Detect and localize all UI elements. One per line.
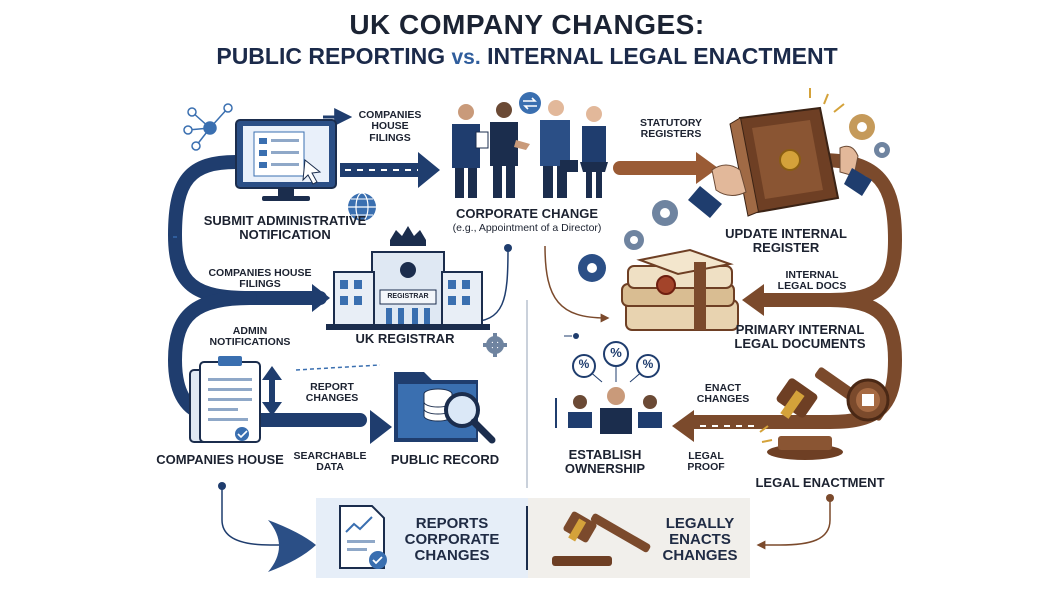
- business-people-icon: [452, 92, 608, 198]
- label-companies-house: COMPANIES HOUSE: [156, 452, 284, 467]
- label-primary-documents: PRIMARY INTERNAL LEGAL DOCUMENTS: [734, 322, 866, 352]
- label-public-record: PUBLIC RECORD: [390, 452, 500, 467]
- label-legal-proof: LEGAL PROOF: [687, 450, 725, 474]
- title-line-2: PUBLIC REPORTING vs. INTERNAL LEGAL ENAC…: [0, 44, 1054, 70]
- seal-icon: [846, 378, 890, 422]
- label-reports-corporate-changes: REPORTS CORPORATE CHANGES: [404, 515, 500, 565]
- label-submit-notification: SUBMIT ADMINISTRATIVE NOTIFICATION: [203, 213, 367, 243]
- arrow-to-ledger: [696, 152, 718, 184]
- label-enact-changes: ENACT CHANGES: [696, 382, 750, 406]
- title-line-1: UK COMPANY CHANGES:: [349, 9, 705, 40]
- label-report-changes: REPORT CHANGES: [305, 381, 359, 405]
- title-vs: vs.: [451, 46, 481, 69]
- label-admin-notifications: ADMIN NOTIFICATIONS: [209, 325, 291, 349]
- title-internal-legal: INTERNAL LEGAL ENACTMENT: [487, 43, 838, 69]
- globe-icon: [348, 192, 376, 222]
- gear-icon: [483, 333, 507, 357]
- gavel-icon: [552, 511, 651, 566]
- arrow-to-ownership: [672, 410, 694, 442]
- label-statutory-registers: STATUTORY REGISTERS: [639, 117, 703, 141]
- percent-label-1: %: [578, 357, 590, 371]
- label-update-register: UPDATE INTERNAL REGISTER: [725, 226, 847, 256]
- legal-docs-stack-icon: [621, 248, 739, 331]
- arrow-to-legal-docs: [742, 284, 764, 316]
- label-companies-house-filings-mid: COMPANIES HOUSE FILINGS: [208, 267, 312, 291]
- label-internal-legal-docs: INTERNAL LEGAL DOCS: [777, 269, 847, 293]
- gear-icon: [578, 200, 678, 282]
- arrow-to-registrar: [312, 284, 330, 312]
- network-nodes-icon: [183, 103, 233, 151]
- arrow-to-corporate-change: [418, 152, 440, 188]
- clipboard-icon: [189, 356, 282, 443]
- label-corporate-change: CORPORATE CHANGE: [455, 206, 599, 221]
- crown-icon: [390, 226, 426, 240]
- percent-label-2: %: [610, 345, 622, 360]
- title-public-reporting: PUBLIC REPORTING: [216, 43, 446, 69]
- magnifier-icon: [444, 392, 496, 444]
- gear-icon: [849, 114, 890, 158]
- report-document-icon: [339, 505, 387, 569]
- ledger-book-icon: [688, 88, 872, 218]
- label-uk-registrar: UK REGISTRAR: [355, 331, 455, 346]
- label-legal-enactment: LEGAL ENACTMENT: [755, 475, 885, 490]
- monitor-icon: [235, 119, 337, 201]
- label-corporate-change-example: (e.g., Appointment of a Director): [452, 222, 602, 234]
- ownership-people-icon: [555, 333, 662, 434]
- label-companies-house-filings-top: COMPANIES HOUSE FILINGS: [358, 109, 422, 144]
- registrar-building-icon: [326, 226, 490, 330]
- arrow-to-public-record: [370, 410, 392, 444]
- label-searchable-data: SEARCHABLE DATA: [293, 450, 367, 474]
- label-legally-enacts-changes: LEGALLY ENACTS CHANGES: [662, 515, 738, 565]
- label-registrar-sign: REGISTRAR: [387, 293, 429, 300]
- label-establish-ownership: ESTABLISH OWNERSHIP: [564, 447, 646, 477]
- percent-label-3: %: [642, 357, 654, 371]
